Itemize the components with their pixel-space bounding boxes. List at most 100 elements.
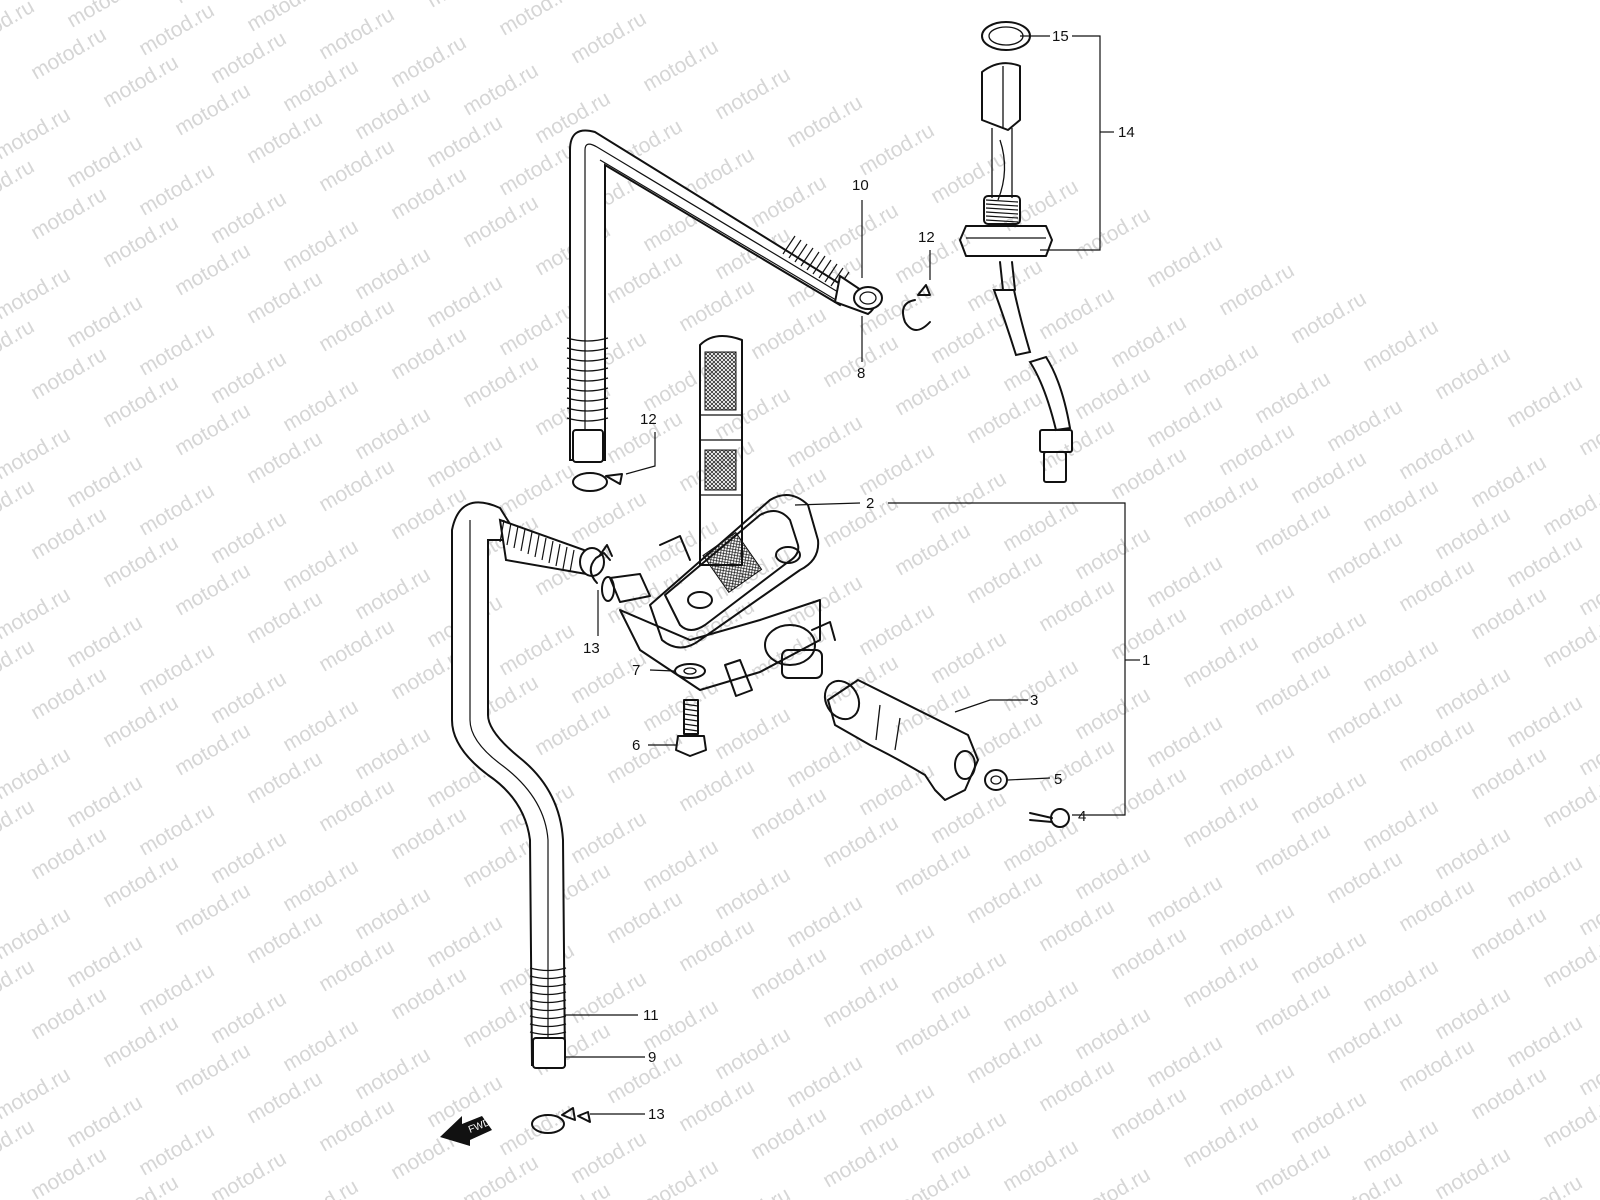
- watermark-text: motod.ru: [315, 455, 398, 516]
- watermark-text: motod.ru: [747, 171, 830, 232]
- watermark-text: motod.ru: [1071, 843, 1154, 904]
- watermark-text: motod.ru: [207, 187, 290, 248]
- watermark-text: motod.ru: [1107, 1083, 1190, 1144]
- watermark-text: motod.ru: [1359, 795, 1442, 856]
- watermark-text: motod.ru: [1431, 983, 1514, 1044]
- hose-rib: [527, 531, 533, 555]
- watermark-text: motod.ru: [531, 1179, 614, 1200]
- watermark-text: motod.ru: [0, 155, 38, 216]
- watermark-text: motod.ru: [207, 1147, 290, 1200]
- watermark-text: motod.ru: [783, 91, 866, 152]
- watermark-text: motod.ru: [279, 1015, 362, 1076]
- leader-lines: [565, 35, 1140, 1115]
- watermark-text: motod.ru: [99, 851, 182, 912]
- watermark-text: motod.ru: [279, 215, 362, 276]
- watermark-text: motod.ru: [567, 807, 650, 868]
- callout-8: 8: [857, 365, 865, 382]
- watermark-text: motod.ru: [927, 307, 1010, 368]
- watermark-text: motod.ru: [1395, 1035, 1478, 1096]
- watermark-text: motod.ru: [351, 883, 434, 944]
- watermark-text: motod.ru: [1323, 1167, 1406, 1200]
- watermark-text: motod.ru: [675, 915, 758, 976]
- watermark-text: motod.ru: [1431, 503, 1514, 564]
- watermark-text: motod.ru: [423, 431, 506, 492]
- callout-9: 9: [648, 1049, 656, 1066]
- hose-rib: [985, 215, 1019, 219]
- watermark-text: motod.ru: [1575, 1039, 1600, 1100]
- hose-rib: [566, 367, 609, 372]
- watermark-text: motod.ru: [27, 503, 110, 564]
- watermark-text: motod.ru: [27, 983, 110, 1044]
- watermark-text: motod.ru: [1323, 687, 1406, 748]
- watermark-text: motod.ru: [639, 995, 722, 1056]
- watermark-text: motod.ru: [1395, 555, 1478, 616]
- watermark-text: motod.ru: [279, 855, 362, 916]
- watermark-text: motod.ru: [927, 947, 1010, 1008]
- watermark-text: motod.ru: [171, 719, 254, 780]
- watermark-text: motod.ru: [495, 0, 578, 40]
- watermark-text: motod.ru: [819, 199, 902, 260]
- watermark-text: motod.ru: [1575, 399, 1600, 460]
- callout-labels: 15 14 10 12 8 12 2 1 13 7 3 6 5 4 11 9 1…: [583, 28, 1150, 1123]
- watermark-text: motod.ru: [711, 863, 794, 924]
- watermark-text: motod.ru: [783, 571, 866, 632]
- watermark-text: motod.ru: [1323, 527, 1406, 588]
- watermark-text: motod.ru: [135, 319, 218, 380]
- watermark-text: motod.ru: [387, 163, 470, 224]
- watermark-text: motod.ru: [243, 0, 326, 36]
- watermark-text: motod.ru: [27, 23, 110, 84]
- watermark-text: motod.ru: [0, 795, 38, 856]
- watermark-text: motod.ru: [171, 879, 254, 940]
- watermark-text: motod.ru: [1179, 471, 1262, 532]
- watermark-text: motod.ru: [1035, 735, 1118, 796]
- watermark-text: motod.ru: [1179, 1111, 1262, 1172]
- watermark-text: motod.ru: [891, 519, 974, 580]
- hose-rib: [683, 713, 699, 717]
- watermark-text: motod.ru: [783, 731, 866, 792]
- callout-4: 4: [1078, 808, 1086, 825]
- watermark-text: motod.ru: [1035, 1055, 1118, 1116]
- watermark-text: motod.ru: [1359, 1115, 1442, 1176]
- watermark-text: motod.ru: [0, 423, 74, 484]
- watermark-text: motod.ru: [639, 1155, 722, 1200]
- watermark-text: motod.ru: [387, 323, 470, 384]
- fuel-cock-assembly: [601, 335, 1070, 828]
- watermark-text: motod.ru: [819, 811, 902, 872]
- watermark-text: motod.ru: [1071, 363, 1154, 424]
- watermark-text: motod.ru: [567, 487, 650, 548]
- watermark-text: motod.ru: [963, 867, 1046, 928]
- hose-rib: [529, 1015, 567, 1020]
- watermark-text: motod.ru: [675, 275, 758, 336]
- watermark-text: motod.ru: [1467, 583, 1550, 644]
- hose-rib: [683, 728, 699, 732]
- watermark-text: motod.ru: [0, 103, 74, 164]
- watermark-text: motod.ru: [639, 35, 722, 96]
- watermark-text: motod.ru: [603, 1047, 686, 1108]
- watermark-text: motod.ru: [1035, 575, 1118, 636]
- watermark-text: motod.ru: [459, 991, 542, 1052]
- hose-rib: [529, 991, 567, 996]
- watermark-text: motod.ru: [171, 239, 254, 300]
- watermark-text: motod.ru: [531, 699, 614, 760]
- watermark-text: motod.ru: [1287, 927, 1370, 988]
- watermark-text: motod.ru: [1179, 791, 1262, 852]
- watermark-text: motod.ru: [1359, 315, 1442, 376]
- watermark-text: motod.ru: [711, 703, 794, 764]
- watermark-text: motod.ru: [1575, 879, 1600, 940]
- watermark-text: motod.ru: [63, 1091, 146, 1152]
- watermark-text: motod.ru: [495, 619, 578, 680]
- watermark-text: motod.ru: [963, 707, 1046, 768]
- hose-rib: [566, 407, 609, 412]
- hose-rib: [824, 263, 838, 283]
- watermark-text: motod.ru: [27, 823, 110, 884]
- watermark-text: motod.ru: [387, 31, 470, 92]
- watermark-text: motod.ru: [675, 1075, 758, 1136]
- watermark-text: motod.ru: [1143, 551, 1226, 612]
- watermark-text: motod.ru: [1143, 391, 1226, 452]
- watermark-text: motod.ru: [1215, 1059, 1298, 1120]
- watermark-text: motod.ru: [351, 723, 434, 784]
- watermark-text: motod.ru: [243, 267, 326, 328]
- watermark-text: motod.ru: [0, 555, 2, 616]
- watermark-text: motod.ru: [171, 559, 254, 620]
